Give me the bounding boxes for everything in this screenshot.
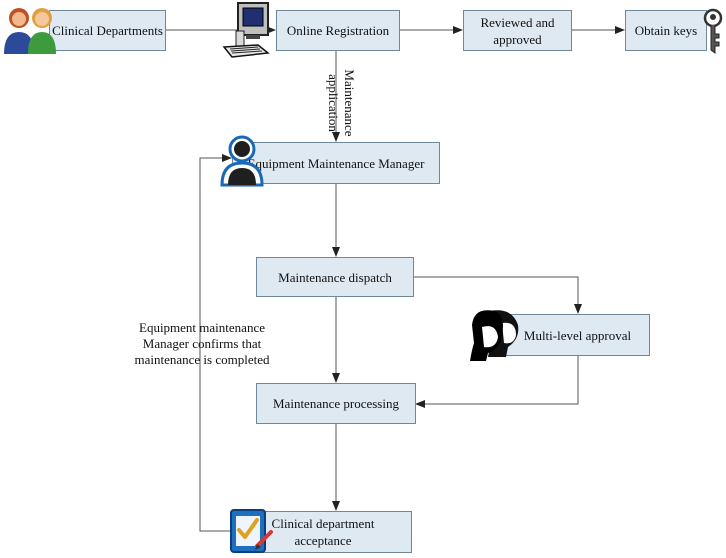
edge-dispatch-to-approval <box>414 276 582 314</box>
node-equipment-maintenance-manager: Equipment Maintenance Manager <box>232 142 440 184</box>
label-maintenance-application: Maintenance application <box>326 69 357 137</box>
label-manager-confirms-completed: Equipment maintenance Manager confirms t… <box>134 320 270 367</box>
edge-approval-to-processing <box>415 356 579 408</box>
node-reviewed-approved: Reviewed and approved <box>463 10 572 51</box>
node-maintenance-processing: Maintenance processing <box>256 383 416 424</box>
node-multi-level-approval: Multi-level approval <box>505 314 650 356</box>
node-obtain-keys: Obtain keys <box>625 10 707 51</box>
computer-icon <box>222 2 270 58</box>
people-group-icon <box>4 8 56 54</box>
node-online-registration: Online Registration <box>276 10 400 51</box>
key-icon <box>703 8 723 54</box>
edge-acceptance-to-manager <box>199 154 233 532</box>
checklist-icon <box>230 509 273 553</box>
node-clinical-departments: Clinical Departments <box>49 10 166 51</box>
user-icon <box>220 135 264 187</box>
node-maintenance-dispatch: Maintenance dispatch <box>256 257 414 297</box>
approvers-icon <box>470 310 519 361</box>
